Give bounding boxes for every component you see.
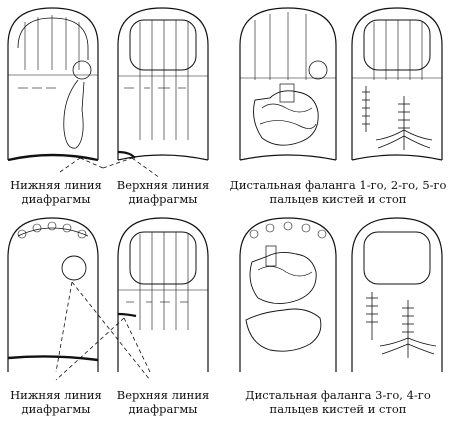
bottom-finger-2 xyxy=(117,217,209,372)
top-finger-4 xyxy=(351,7,443,161)
top-finger-2 xyxy=(117,7,209,161)
top-finger-1 xyxy=(7,7,99,162)
bottom-finger-4 xyxy=(351,217,443,372)
bottom-caption-lower-diaphragm: Нижняя линия диафрагмы xyxy=(10,388,102,416)
bottom-leader-lines xyxy=(55,281,151,381)
top-caption-distal-phalanx: Дистальная фаланга 1-го, 2-го, 5-го паль… xyxy=(229,178,447,206)
top-leader-lines xyxy=(59,157,161,179)
top-caption-upper-diaphragm: Верхняя линия диафрагмы xyxy=(116,178,210,206)
top-caption-lower-diaphragm: Нижняя линия диафрагмы xyxy=(10,178,102,206)
bottom-finger-1 xyxy=(7,217,99,372)
top-finger-3 xyxy=(239,7,337,161)
bottom-caption-upper-diaphragm: Верхняя линия диафрагмы xyxy=(116,388,210,416)
bottom-finger-3 xyxy=(239,217,337,372)
bottom-caption-distal-phalanx: Дистальная фаланга 3-го, 4-го пальцев ки… xyxy=(245,388,431,416)
